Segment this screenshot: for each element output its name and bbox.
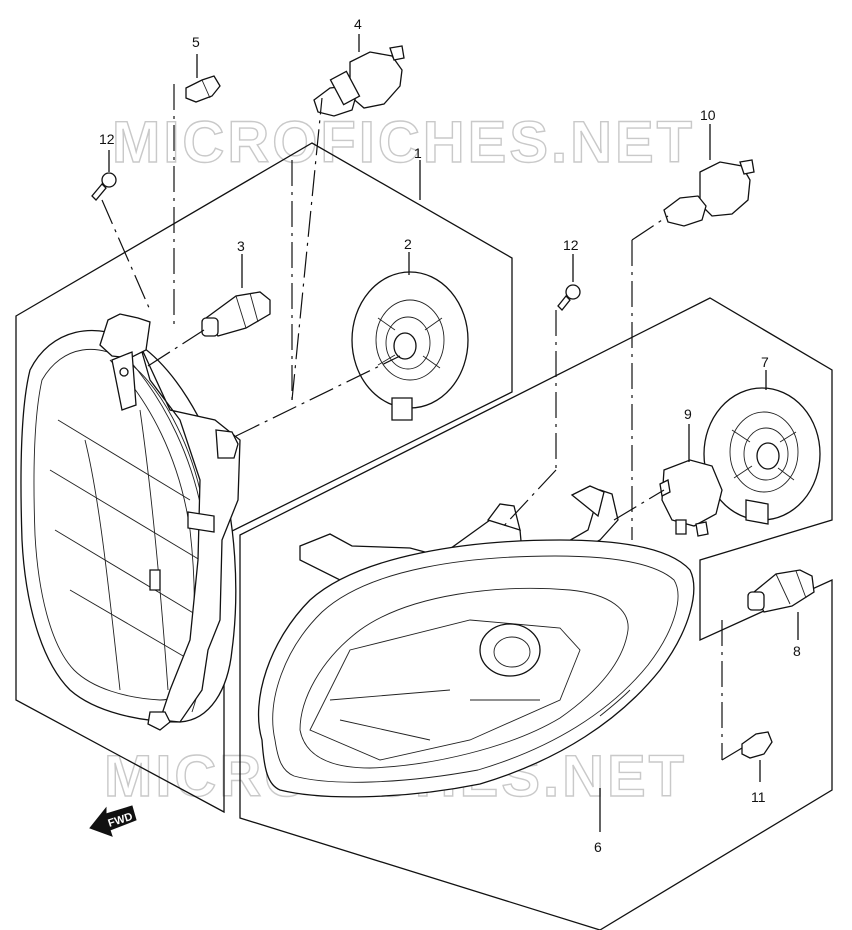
part-11-small-bulb	[741, 731, 773, 759]
callout-12-right: 12	[563, 237, 579, 253]
part-12-screw-right	[557, 284, 581, 311]
left-headlight-housing	[20, 313, 241, 731]
right-headlight-housing	[258, 485, 695, 798]
part-2-headlight-socket	[351, 271, 469, 421]
left-assembly-frame	[15, 142, 513, 814]
watermark-top: MICROFICHES.NET	[112, 110, 695, 175]
leader-lines	[101, 34, 799, 832]
callout-6: 6	[594, 839, 602, 855]
part-9-socket-cap	[659, 459, 723, 537]
callout-10: 10	[700, 107, 716, 123]
callout-4: 4	[354, 16, 362, 32]
part-4-headlight-bulb	[313, 45, 405, 117]
part-7-headlight-socket	[703, 387, 821, 525]
part-10-headlight-bulb	[663, 159, 755, 227]
callout-2: 2	[404, 236, 412, 252]
callout-9: 9	[684, 406, 692, 422]
callout-8: 8	[793, 643, 801, 659]
part-12-screw-left	[91, 172, 117, 201]
callout-1: 1	[414, 145, 422, 161]
part-5-small-bulb	[185, 75, 221, 103]
callout-11: 11	[751, 789, 766, 805]
part-8-position-bulb-socket	[747, 569, 815, 613]
callout-12-left: 12	[99, 131, 115, 147]
right-assembly-frame	[239, 297, 833, 930]
fwd-arrow-icon: FWD	[89, 805, 137, 837]
callout-3: 3	[237, 238, 245, 254]
part-3-position-bulb-socket	[201, 291, 271, 337]
callout-5: 5	[192, 34, 200, 50]
callout-7: 7	[761, 354, 769, 370]
